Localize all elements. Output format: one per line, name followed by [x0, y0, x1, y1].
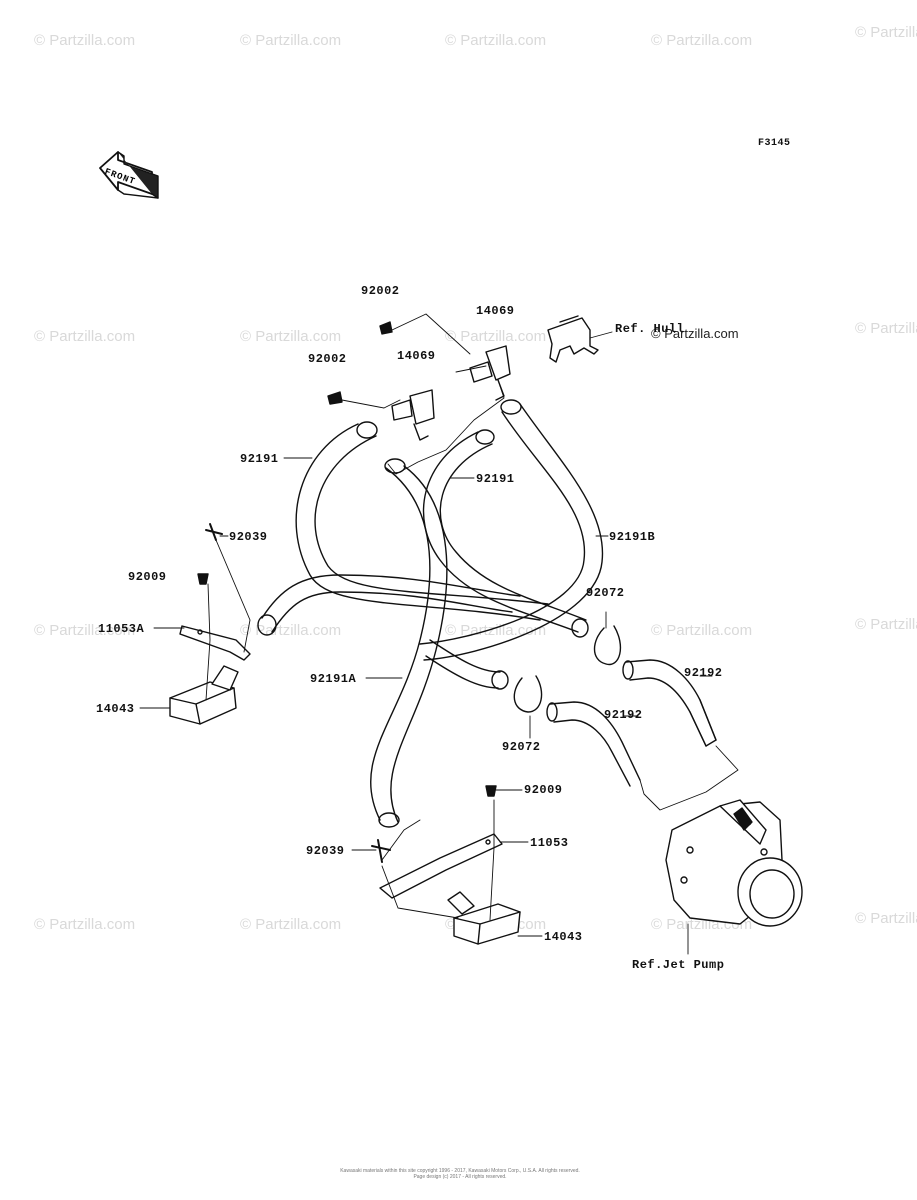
hose-92191-left	[295, 421, 549, 621]
leader-lines	[139, 313, 739, 955]
ref-hull-label: Ref. Hull	[615, 322, 685, 336]
watermark-text: © Partzilla.com	[651, 622, 753, 639]
watermark-text: © Partzilla.com	[34, 622, 136, 639]
fitting-14069-mid	[391, 389, 435, 441]
part-label[interactable]: 92009	[128, 570, 167, 584]
part-label[interactable]: 14069	[397, 349, 436, 363]
watermark-text: © Partzilla.com	[240, 916, 342, 933]
front-arrow-icon	[99, 151, 159, 199]
part-label[interactable]: 92192	[684, 666, 723, 680]
part-label[interactable]: 14069	[476, 304, 515, 318]
hose-92192-right	[622, 659, 717, 747]
watermark-text: © Partzilla.com	[240, 328, 342, 345]
copyright-line-1: Kawasaki materials within this site copy…	[340, 1168, 580, 1174]
hose-92191-lower-left	[257, 574, 521, 636]
watermark-text: © Partzilla.com	[651, 32, 753, 49]
part-label[interactable]: 11053	[530, 836, 569, 850]
part-label[interactable]: 92192	[604, 708, 643, 722]
screw-92002-mid	[327, 391, 343, 405]
pad-14043-bottom	[447, 891, 521, 945]
jet-pump-icon	[665, 799, 803, 927]
clamp-92072-right	[593, 625, 622, 666]
hose-92192-center	[546, 701, 641, 787]
bracket-11053A	[179, 625, 251, 661]
part-label[interactable]: 11053A	[98, 622, 145, 636]
part-label[interactable]: 92191B	[609, 530, 656, 544]
ref-jet-pump-label: Ref.Jet Pump	[632, 958, 725, 972]
fitting-14069-top	[469, 345, 511, 401]
watermark-text: © Partzilla.com	[34, 328, 136, 345]
part-label[interactable]: 92191	[476, 472, 515, 486]
watermark-text: © Partzilla.com	[651, 326, 739, 341]
watermark-text: © Partzilla.com	[855, 24, 917, 41]
watermark-text: © Partzilla.com	[34, 32, 136, 49]
clip-92039-bottom	[371, 839, 391, 863]
hose-lower-segment	[425, 639, 509, 690]
hull-bracket	[547, 315, 599, 363]
part-label[interactable]: 92009	[524, 783, 563, 797]
part-label[interactable]: 92039	[229, 530, 268, 544]
watermark-text: © Partzilla.com	[34, 916, 136, 933]
copyright-line-2: Page design (c) 2017 - All rights reserv…	[413, 1174, 507, 1180]
part-label[interactable]: 92072	[502, 740, 541, 754]
copyright-notice: Kawasaki materials within this site copy…	[320, 1168, 600, 1180]
watermark-text: © Partzilla.com	[855, 320, 917, 337]
watermark-text: © Partzilla.com	[445, 328, 547, 345]
clamp-92072-center	[513, 675, 543, 713]
part-label[interactable]: 14043	[96, 702, 135, 716]
part-label[interactable]: 92191A	[310, 672, 357, 686]
part-label[interactable]: 92039	[306, 844, 345, 858]
clip-92039-top	[205, 523, 223, 541]
part-label[interactable]: 14043	[544, 930, 583, 944]
screw-92009-top	[197, 573, 209, 585]
figure-code: F3145	[758, 138, 791, 149]
hose-92191B	[419, 399, 604, 661]
hose-92191-center	[422, 429, 589, 638]
watermark-text: © Partzilla.com	[855, 910, 917, 927]
part-label[interactable]: 92002	[361, 284, 400, 298]
screw-92009-bottom	[485, 785, 497, 797]
part-label[interactable]: 92072	[586, 586, 625, 600]
screw-92002-top	[379, 321, 393, 335]
watermark-text: © Partzilla.com	[240, 32, 342, 49]
pad-14043-left	[169, 665, 239, 725]
part-label[interactable]: 92191	[240, 452, 279, 466]
watermark-text: © Partzilla.com	[445, 32, 547, 49]
bracket-11053	[379, 833, 503, 899]
watermark-text: © Partzilla.com	[855, 616, 917, 633]
part-label[interactable]: 92002	[308, 352, 347, 366]
